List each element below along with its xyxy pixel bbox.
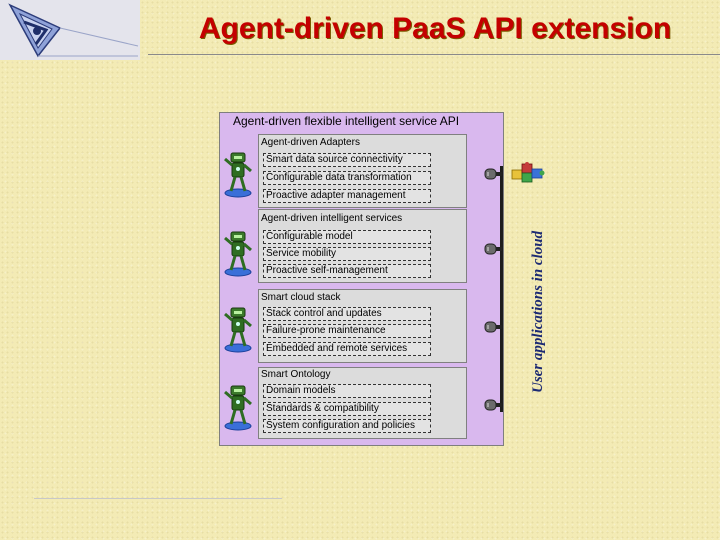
- group-item: Domain models: [263, 384, 431, 398]
- group-item: Configurable data transformation: [263, 171, 431, 185]
- user-applications-label: User applications in cloud: [530, 230, 546, 393]
- group-item: Service mobility: [263, 247, 431, 261]
- group-title-cloud-stack: Smart cloud stack: [261, 292, 341, 303]
- group-item: Proactive adapter management: [263, 189, 431, 203]
- user-applications-label-text: User applications in cloud: [530, 230, 546, 393]
- group-item: Standards & compatibility: [263, 402, 431, 416]
- group-item: Embedded and remote services: [263, 342, 431, 356]
- group-item: Stack control and updates: [263, 307, 431, 321]
- group-item: System configuration and policies: [263, 419, 431, 433]
- group-title-ontology: Smart Ontology: [261, 369, 331, 380]
- plug-connector-icon: [484, 399, 502, 411]
- group-item: Failure-prone maintenance: [263, 324, 431, 338]
- plug-connector-icon: [484, 321, 502, 333]
- service-api-label: Agent-driven flexible intelligent servic…: [233, 114, 460, 128]
- group-item: Smart data source connectivity: [263, 153, 431, 167]
- puzzle-apps-icon: [511, 162, 545, 183]
- title-divider: [148, 54, 720, 55]
- agent-figure-icon: [224, 231, 252, 277]
- agent-figure-icon: [224, 307, 252, 353]
- plug-connector-icon: [484, 243, 502, 255]
- group-title-intelligent-services: Agent-driven intelligent services: [261, 213, 403, 224]
- group-title-adapters: Agent-driven Adapters: [261, 137, 360, 148]
- plug-connector-icon: [484, 168, 502, 180]
- group-item: Configurable model: [263, 230, 431, 244]
- page-title: Agent-driven PaaS API extension: [198, 12, 672, 45]
- agent-figure-icon: [224, 152, 252, 198]
- group-item: Proactive self-management: [263, 264, 431, 278]
- connector-bus: [500, 166, 503, 412]
- footer-divider: [34, 498, 282, 499]
- logo-icon: [0, 0, 140, 60]
- agent-figure-icon: [224, 385, 252, 431]
